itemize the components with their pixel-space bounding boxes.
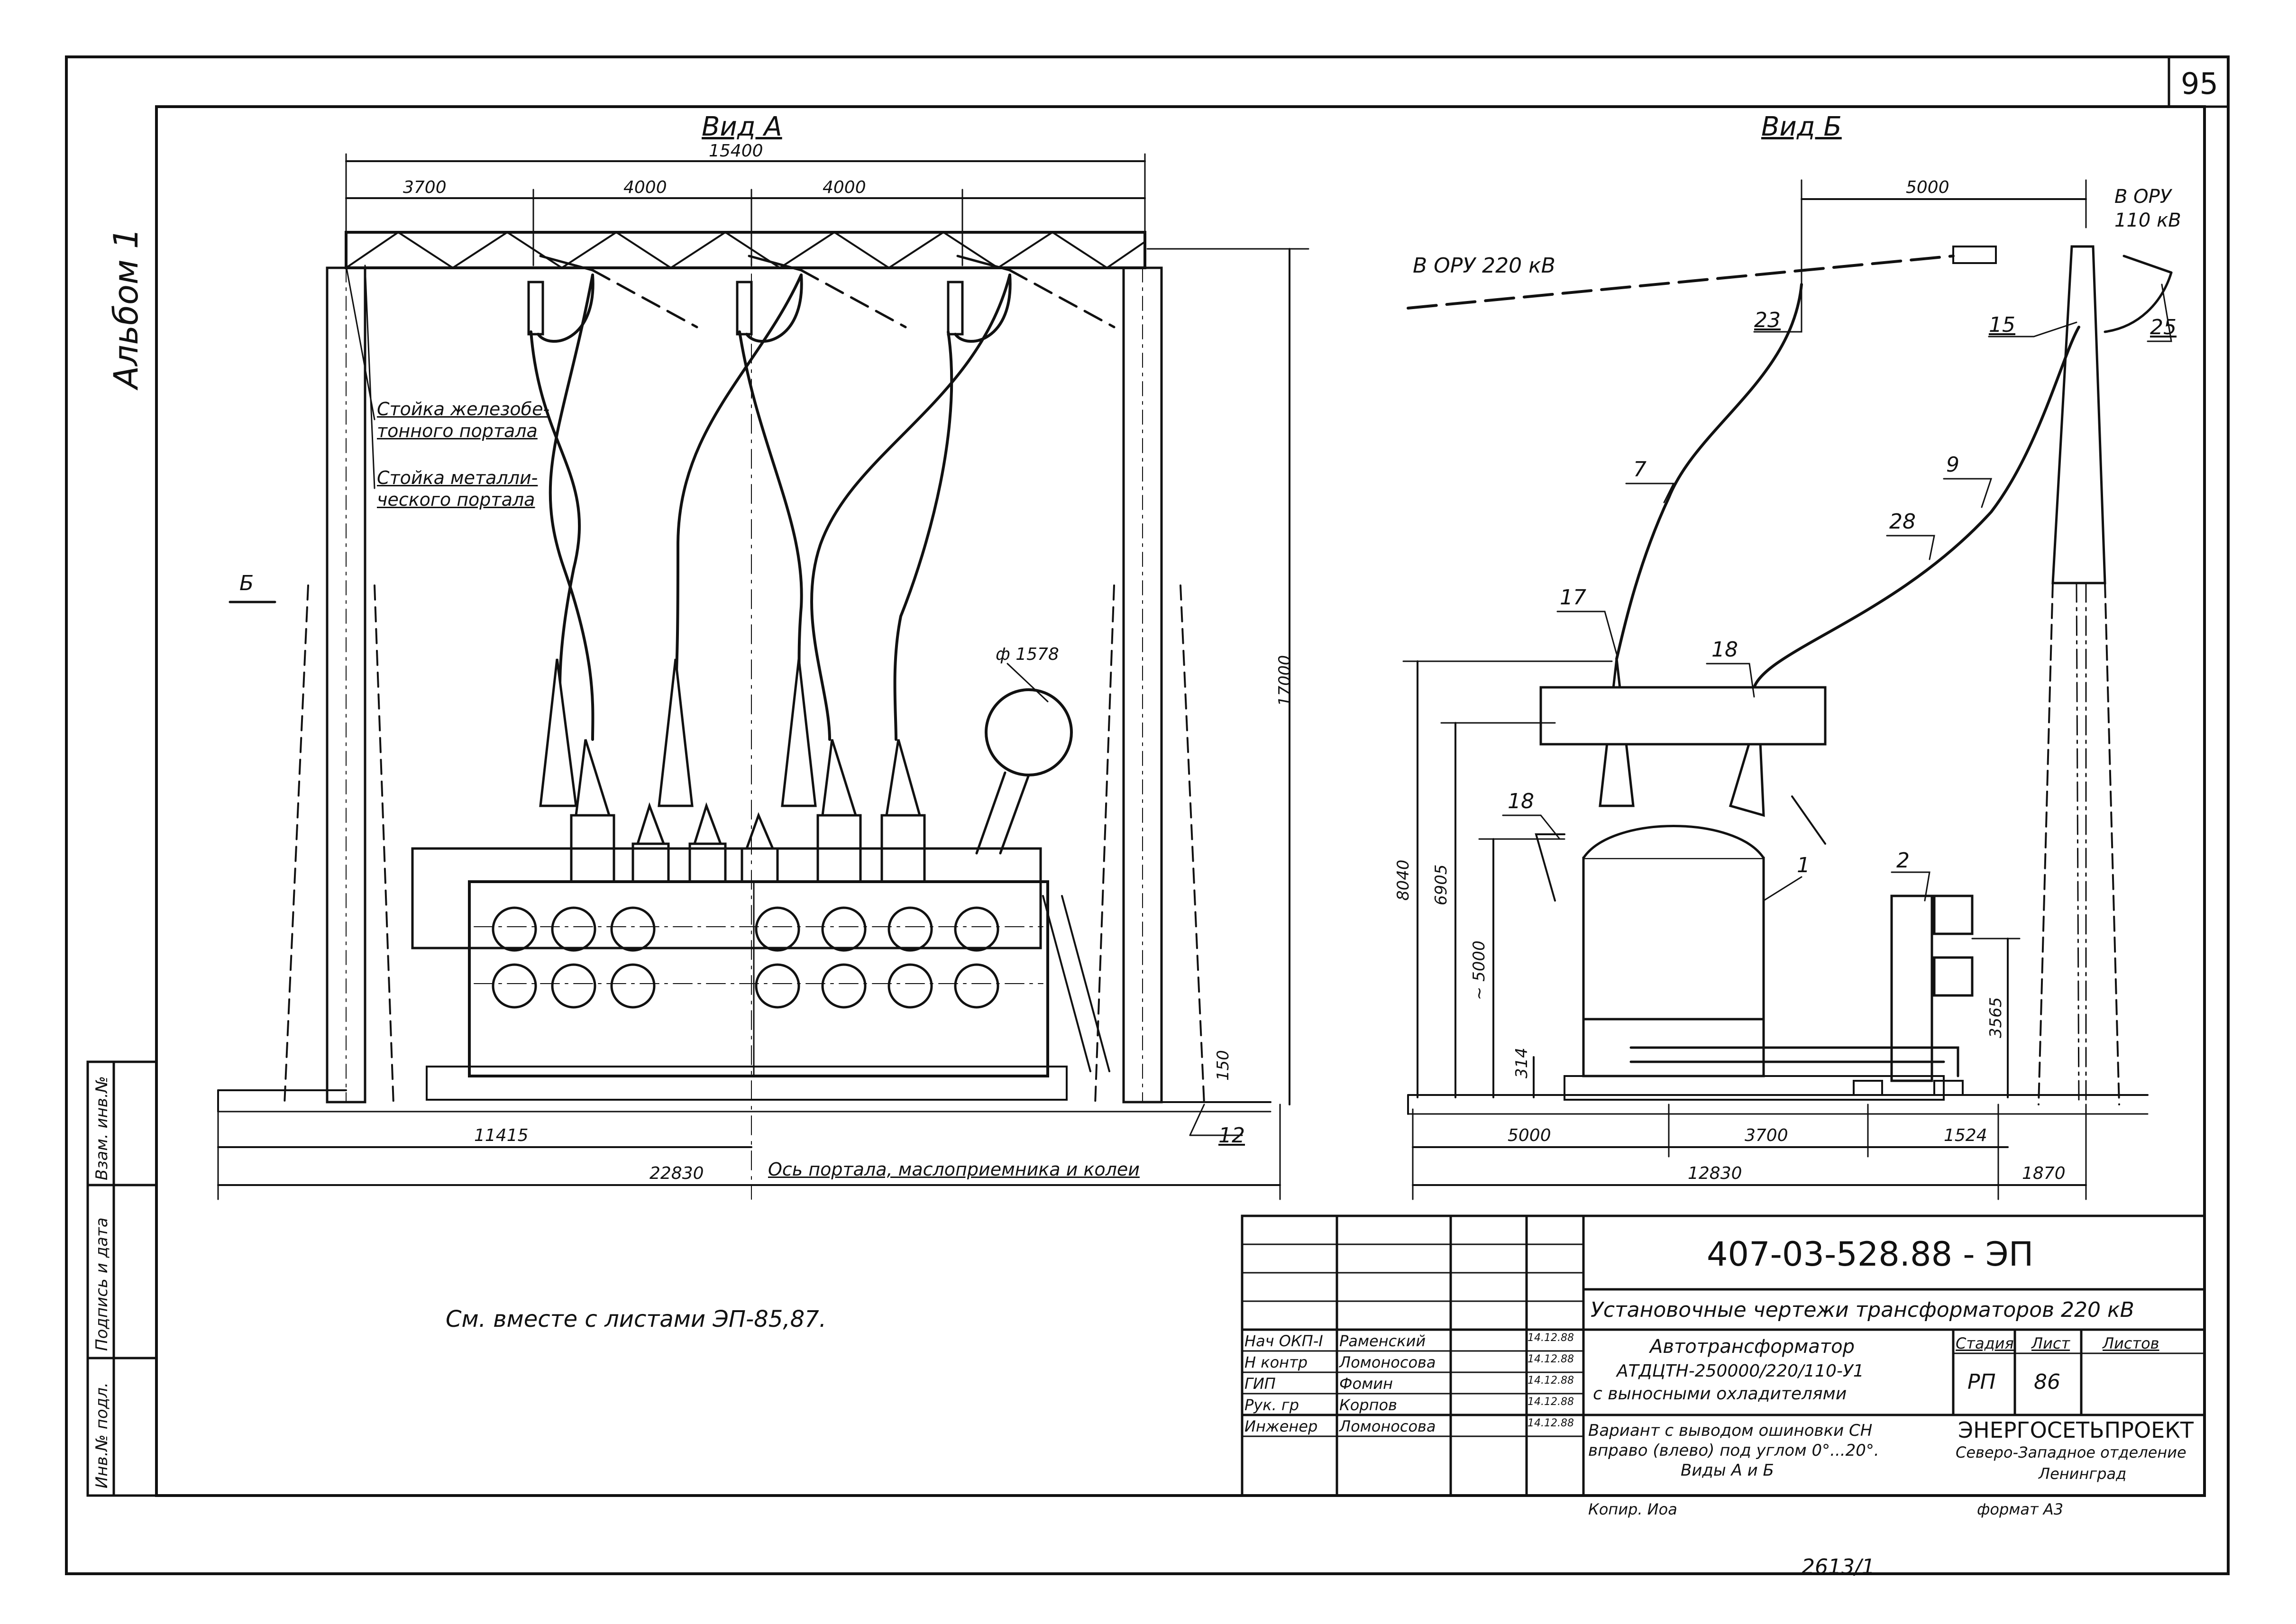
signer-role: Нач ОКП-I — [1244, 1332, 1323, 1350]
view-b-dim-3700: 3700 — [1745, 1126, 1788, 1145]
sheet-frame — [65, 55, 2230, 1575]
sheet-header: Лист — [2031, 1334, 2070, 1352]
drawing-title: Установочные чертежи трансформаторов 220… — [1591, 1298, 2134, 1322]
signer-name: Фомин — [1339, 1375, 1393, 1393]
label-to-220kv: В ОРУ 220 кВ — [1413, 254, 1555, 278]
callout-28: 28 — [1889, 510, 1916, 534]
drawing-code: 407-03-528.88 - ЭП — [1707, 1235, 2034, 1274]
side-stamp-signature-date: Подпись и дата — [92, 1217, 111, 1351]
album-label: Альбом 1 — [107, 228, 146, 389]
callout-9: 9 — [1946, 453, 1959, 477]
vdim-314: 314 — [1512, 1048, 1531, 1078]
desc-line-1: Автотрансформатор — [1650, 1336, 1855, 1358]
label-metal-post: Стойка металли- ческого портала — [377, 467, 538, 510]
signer-date: 14.12.88 — [1528, 1353, 1574, 1365]
view-a-dim-150: 150 — [1214, 1050, 1233, 1081]
variant-line-3: Виды А и Б — [1681, 1461, 1774, 1480]
view-b-dim-top: 5000 — [1906, 178, 1949, 197]
callout-12: 12 — [1218, 1123, 1245, 1148]
cooler-fans — [492, 906, 999, 1009]
side-stamp-vzam-inv: Взам. инв.№ — [92, 1076, 111, 1180]
view-a-title: Вид А — [702, 111, 782, 142]
vdim-5000: ~ 5000 — [1470, 940, 1489, 1000]
vdim-6905: 6905 — [1432, 864, 1451, 905]
view-b-dim-1524: 1524 — [1944, 1126, 1987, 1145]
callout-17: 17 — [1560, 585, 1586, 610]
view-b-dim-5000: 5000 — [1508, 1126, 1551, 1145]
sheet-value: 86 — [2034, 1370, 2060, 1394]
copy-label: Копир. Иоа — [1588, 1500, 1677, 1518]
conservator-diameter: ф 1578 — [996, 645, 1059, 664]
signer-role: Н контр — [1244, 1353, 1308, 1371]
callout-15: 15 — [1989, 313, 2015, 337]
view-a-dim-total: 15400 — [709, 141, 763, 161]
view-a-dim-total-bottom: 22830 — [649, 1164, 704, 1183]
callout-18-top: 18 — [1711, 638, 1738, 662]
view-b-title: Вид Б — [1761, 111, 1842, 142]
callout-1: 1 — [1797, 853, 1810, 877]
signer-name: Раменский — [1339, 1332, 1426, 1350]
side-stamp-grid — [86, 1060, 158, 1497]
title-block-grid — [1241, 1214, 2206, 1497]
signer-date: 14.12.88 — [1528, 1396, 1574, 1408]
bottom-code: 2613/1 — [1802, 1555, 1875, 1579]
view-b-drawing — [1402, 179, 2173, 1200]
label-b-arrow: Б — [239, 571, 254, 595]
signer-date: 14.12.88 — [1528, 1417, 1574, 1429]
org-branch: Северо-Западное отделение — [1956, 1443, 2186, 1461]
org-city: Ленинград — [2039, 1465, 2127, 1483]
callout-7: 7 — [1633, 457, 1647, 482]
side-stamp-inv-podl: Инв.№ подл. — [92, 1382, 111, 1488]
stage-value: РП — [1967, 1370, 1996, 1394]
format-label: формат А3 — [1977, 1500, 2064, 1518]
signer-name: Ломоносова — [1339, 1353, 1436, 1371]
callout-23: 23 — [1754, 308, 1781, 332]
signer-date: 14.12.88 — [1528, 1375, 1574, 1387]
signer-role: ГИП — [1244, 1375, 1276, 1393]
callout-2: 2 — [1896, 848, 1910, 873]
callout-18-left: 18 — [1508, 789, 1534, 813]
callout-25: 25 — [2150, 315, 2177, 339]
signer-date: 14.12.88 — [1528, 1332, 1574, 1344]
view-a-dim-half: 11415 — [474, 1126, 529, 1145]
view-a-dim-3700: 3700 — [403, 178, 447, 197]
view-a-drawing — [217, 153, 1309, 1200]
org-name: ЭНЕРГОСЕТЬПРОЕКТ — [1958, 1417, 2194, 1443]
label-concrete-post: Стойка железобе- тонного портала — [377, 399, 550, 441]
sheets-header: Листов — [2103, 1334, 2159, 1352]
vdim-8040: 8040 — [1394, 859, 1413, 901]
view-a-dim-4000-right: 4000 — [823, 178, 866, 197]
label-to-110kv: В ОРУ 110 кВ — [2114, 186, 2181, 231]
vdim-3565: 3565 — [1986, 997, 2005, 1038]
signer-name: Ломоносова — [1339, 1417, 1436, 1435]
variant-line-2: вправо (влево) под углом 0°...20°. — [1588, 1441, 1879, 1460]
view-b-dim-1870: 1870 — [2022, 1164, 2066, 1183]
stage-header: Стадия — [1956, 1334, 2014, 1352]
view-b-dim-12830: 12830 — [1688, 1164, 1742, 1183]
signer-role: Инженер — [1244, 1417, 1318, 1435]
desc-line-2: АТДЦТН-250000/220/110-У1 — [1617, 1361, 1864, 1381]
view-a-dim-4000-left: 4000 — [623, 178, 667, 197]
axis-label: Ось портала, маслоприемника и колеи — [768, 1159, 1140, 1180]
signer-role: Рук. гр — [1244, 1396, 1299, 1414]
view-a-height-dim: 17000 — [1275, 655, 1294, 706]
see-also-note: См. вместе с листами ЭП-85,87. — [446, 1306, 826, 1332]
signer-name: Корпов — [1339, 1396, 1397, 1414]
page-number: 95 — [2181, 66, 2218, 101]
desc-line-3: с выносными охладителями — [1593, 1384, 1847, 1404]
variant-line-1: Вариант с выводом ошиновки СН — [1588, 1421, 1873, 1440]
